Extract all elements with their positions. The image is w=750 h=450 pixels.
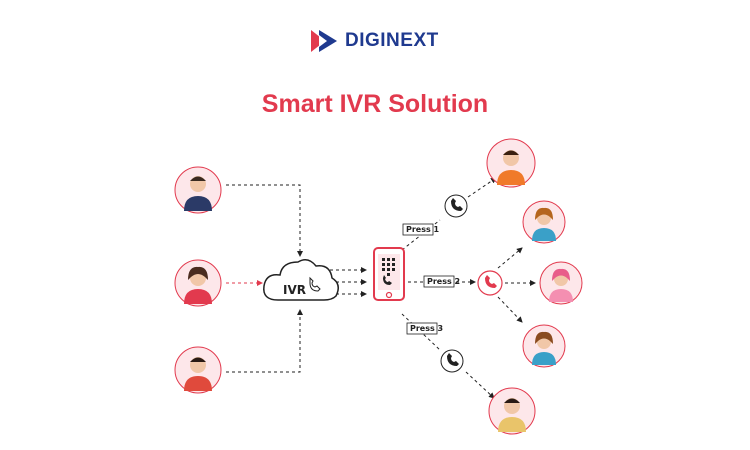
caller-connectors bbox=[226, 184, 303, 373]
svg-text:Press 1: Press 1 bbox=[406, 225, 440, 234]
caller-man-suit-avatar bbox=[174, 166, 222, 214]
brand-logo: DIGINEXT bbox=[311, 30, 439, 52]
ivr-phone-icon bbox=[309, 276, 321, 292]
ivr-label: IVR bbox=[283, 283, 306, 297]
page-title: Smart IVR Solution bbox=[261, 90, 489, 118]
agent-woman-headset-2-avatar bbox=[522, 324, 566, 368]
agent-woman-pink-headset-avatar bbox=[539, 261, 583, 305]
ivr-cloud: IVR bbox=[263, 259, 339, 301]
press-3-badge: Press 3 bbox=[406, 322, 443, 335]
mobile-phone-icon bbox=[373, 247, 405, 301]
branch-connectors bbox=[401, 177, 536, 399]
svg-text:Press 2: Press 2 bbox=[427, 277, 460, 286]
press-1-badge: Press 1 bbox=[402, 223, 440, 236]
press-2-badge: Press 2 bbox=[423, 275, 460, 288]
call-icon-press-2 bbox=[477, 270, 503, 296]
agent-woman-headset-avatar bbox=[522, 200, 566, 244]
brand-name: DIGINEXT bbox=[345, 30, 439, 51]
svg-text:Press 3: Press 3 bbox=[410, 324, 443, 333]
agent-man-speaking-avatar bbox=[488, 387, 536, 435]
call-icon-press-1 bbox=[444, 194, 468, 218]
diginext-logo-icon bbox=[311, 30, 337, 52]
caller-woman-phone-avatar bbox=[174, 259, 222, 307]
caller-man-phone-avatar bbox=[174, 346, 222, 394]
call-icon-press-3 bbox=[440, 349, 464, 373]
agent-man-phone-avatar bbox=[486, 138, 536, 188]
